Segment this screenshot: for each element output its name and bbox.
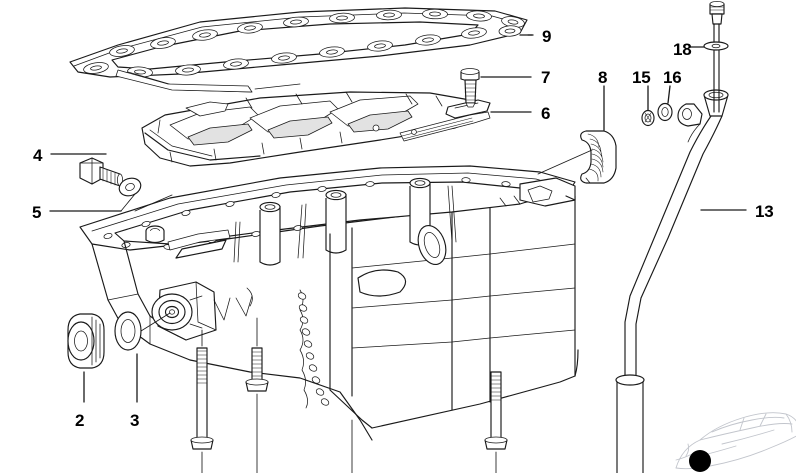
oil-baffle-windage-tray xyxy=(141,91,491,167)
callout-2: 2 xyxy=(75,411,85,430)
callout-6: 6 xyxy=(541,104,551,123)
oil-pan-long-bolt-left xyxy=(190,347,214,450)
leader-lines xyxy=(49,34,747,473)
oil-drain-plug xyxy=(67,313,105,369)
dipstick xyxy=(709,1,725,113)
vehicle-location-inset xyxy=(666,399,796,473)
flat-washer xyxy=(118,177,142,197)
drain-plug-sealing-ring xyxy=(114,311,142,351)
hex-head-bolt xyxy=(79,157,123,187)
callout-8: 8 xyxy=(598,68,608,87)
callout-5: 5 xyxy=(32,203,42,222)
callout-3: 3 xyxy=(130,411,140,430)
callout-4: 4 xyxy=(33,146,43,165)
hex-flange-bolt xyxy=(460,68,480,108)
callout-7: 7 xyxy=(541,68,551,87)
callout-18: 18 xyxy=(673,40,692,59)
dipstick-o-ring xyxy=(703,41,729,51)
location-dot xyxy=(689,450,711,472)
oil-pan-gasket xyxy=(69,7,528,93)
callout-13: 13 xyxy=(755,202,774,221)
oil-pan-long-bolt-right xyxy=(484,371,508,450)
oil-cooler-profile-seal xyxy=(580,130,617,184)
retaining-bushing xyxy=(641,109,655,127)
callout-16: 16 xyxy=(663,68,682,87)
oil-pan-body xyxy=(79,165,579,441)
callout-9: 9 xyxy=(542,27,552,46)
oil-pan-short-bolt xyxy=(245,347,269,392)
rubber-grommet xyxy=(657,102,673,122)
callout-15: 15 xyxy=(632,68,651,87)
dipstick-guide-tube xyxy=(615,89,729,473)
